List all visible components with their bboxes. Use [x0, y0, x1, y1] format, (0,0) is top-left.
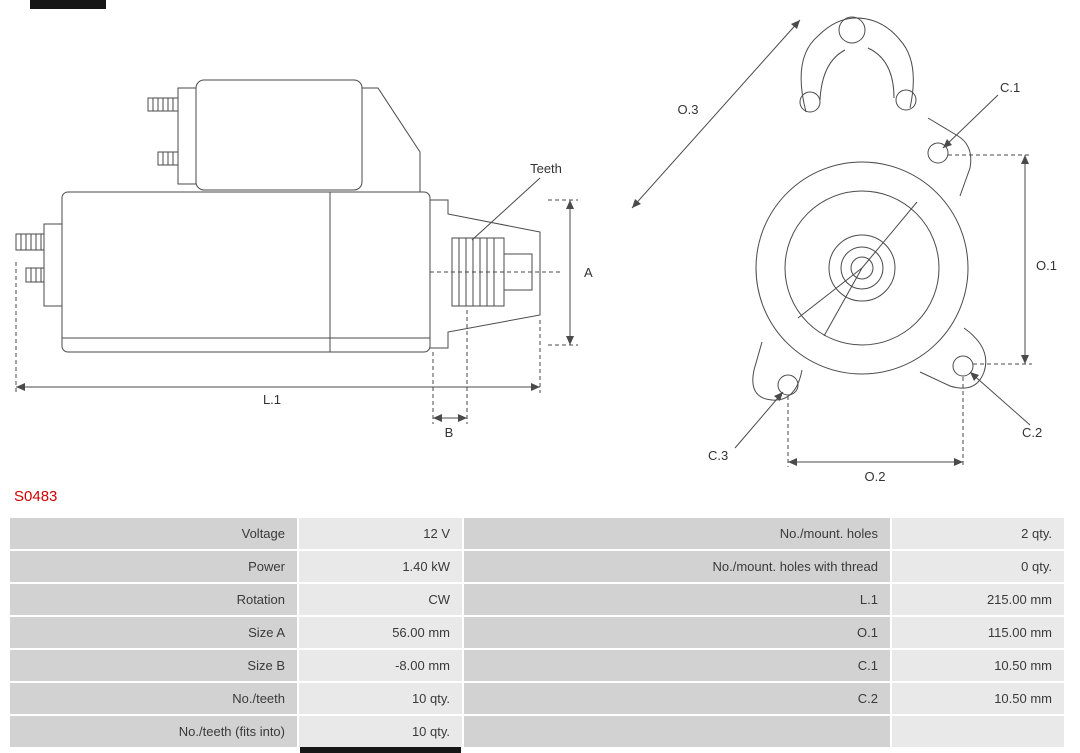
part-number: S0483 — [14, 488, 58, 505]
spec-label: Size B — [10, 650, 297, 681]
dim-label-b: B — [445, 425, 454, 440]
spec-table: Voltage 12 V No./mount. holes 2 qty. Pow… — [10, 518, 1064, 749]
spec-value: 10.50 mm — [892, 650, 1064, 681]
dim-label-o1: O.1 — [1036, 258, 1057, 273]
spec-value: 12 V — [299, 518, 462, 549]
spec-label — [464, 716, 890, 747]
table-row: No./teeth (fits into) 10 qty. — [10, 716, 1064, 747]
dim-label-o3: O.3 — [678, 102, 699, 117]
spec-value: 10 qty. — [299, 683, 462, 714]
spec-value: 215.00 mm — [892, 584, 1064, 615]
starter-motor-technical-drawing: Teeth A L.1 B — [15, 16, 1057, 484]
dim-label-c1: C.1 — [1000, 80, 1020, 95]
dim-label-l1: L.1 — [263, 392, 281, 407]
spec-label: No./teeth — [10, 683, 297, 714]
spec-value: 0 qty. — [892, 551, 1064, 582]
spec-label: C.2 — [464, 683, 890, 714]
spec-label: L.1 — [464, 584, 890, 615]
table-row: No./teeth 10 qty. C.2 10.50 mm — [10, 683, 1064, 714]
top-left-print-mark — [30, 0, 106, 9]
table-row: Rotation CW L.1 215.00 mm — [10, 584, 1064, 615]
front-view-drawing: O.3 C.1 O.1 C.2 C.3 — [631, 16, 1057, 484]
dim-label-c3: C.3 — [708, 448, 728, 463]
table-row: Voltage 12 V No./mount. holes 2 qty. — [10, 518, 1064, 549]
spec-value — [892, 716, 1064, 747]
spec-value: 2 qty. — [892, 518, 1064, 549]
bottom-print-mark — [300, 747, 461, 753]
spec-label: Voltage — [10, 518, 297, 549]
side-view-drawing: Teeth A L.1 B — [15, 79, 593, 440]
spec-label: Rotation — [10, 584, 297, 615]
spec-label: O.1 — [464, 617, 890, 648]
table-row: Power 1.40 kW No./mount. holes with thre… — [10, 551, 1064, 582]
dim-label-teeth: Teeth — [530, 161, 562, 176]
table-row: Size B -8.00 mm C.1 10.50 mm — [10, 650, 1064, 681]
table-row: Size A 56.00 mm O.1 115.00 mm — [10, 617, 1064, 648]
spec-label: No./mount. holes with thread — [464, 551, 890, 582]
spec-value: 10.50 mm — [892, 683, 1064, 714]
spec-value: 1.40 kW — [299, 551, 462, 582]
spec-value: 56.00 mm — [299, 617, 462, 648]
spec-value: 10 qty. — [299, 716, 462, 747]
dim-label-o2: O.2 — [865, 469, 886, 484]
spec-label: No./teeth (fits into) — [10, 716, 297, 747]
spec-label: No./mount. holes — [464, 518, 890, 549]
spec-value: 115.00 mm — [892, 617, 1064, 648]
spec-value: CW — [299, 584, 462, 615]
dim-label-a: A — [584, 265, 593, 280]
spec-label: Size A — [10, 617, 297, 648]
spec-label: Power — [10, 551, 297, 582]
dim-label-c2: C.2 — [1022, 425, 1042, 440]
spec-label: C.1 — [464, 650, 890, 681]
spec-value: -8.00 mm — [299, 650, 462, 681]
